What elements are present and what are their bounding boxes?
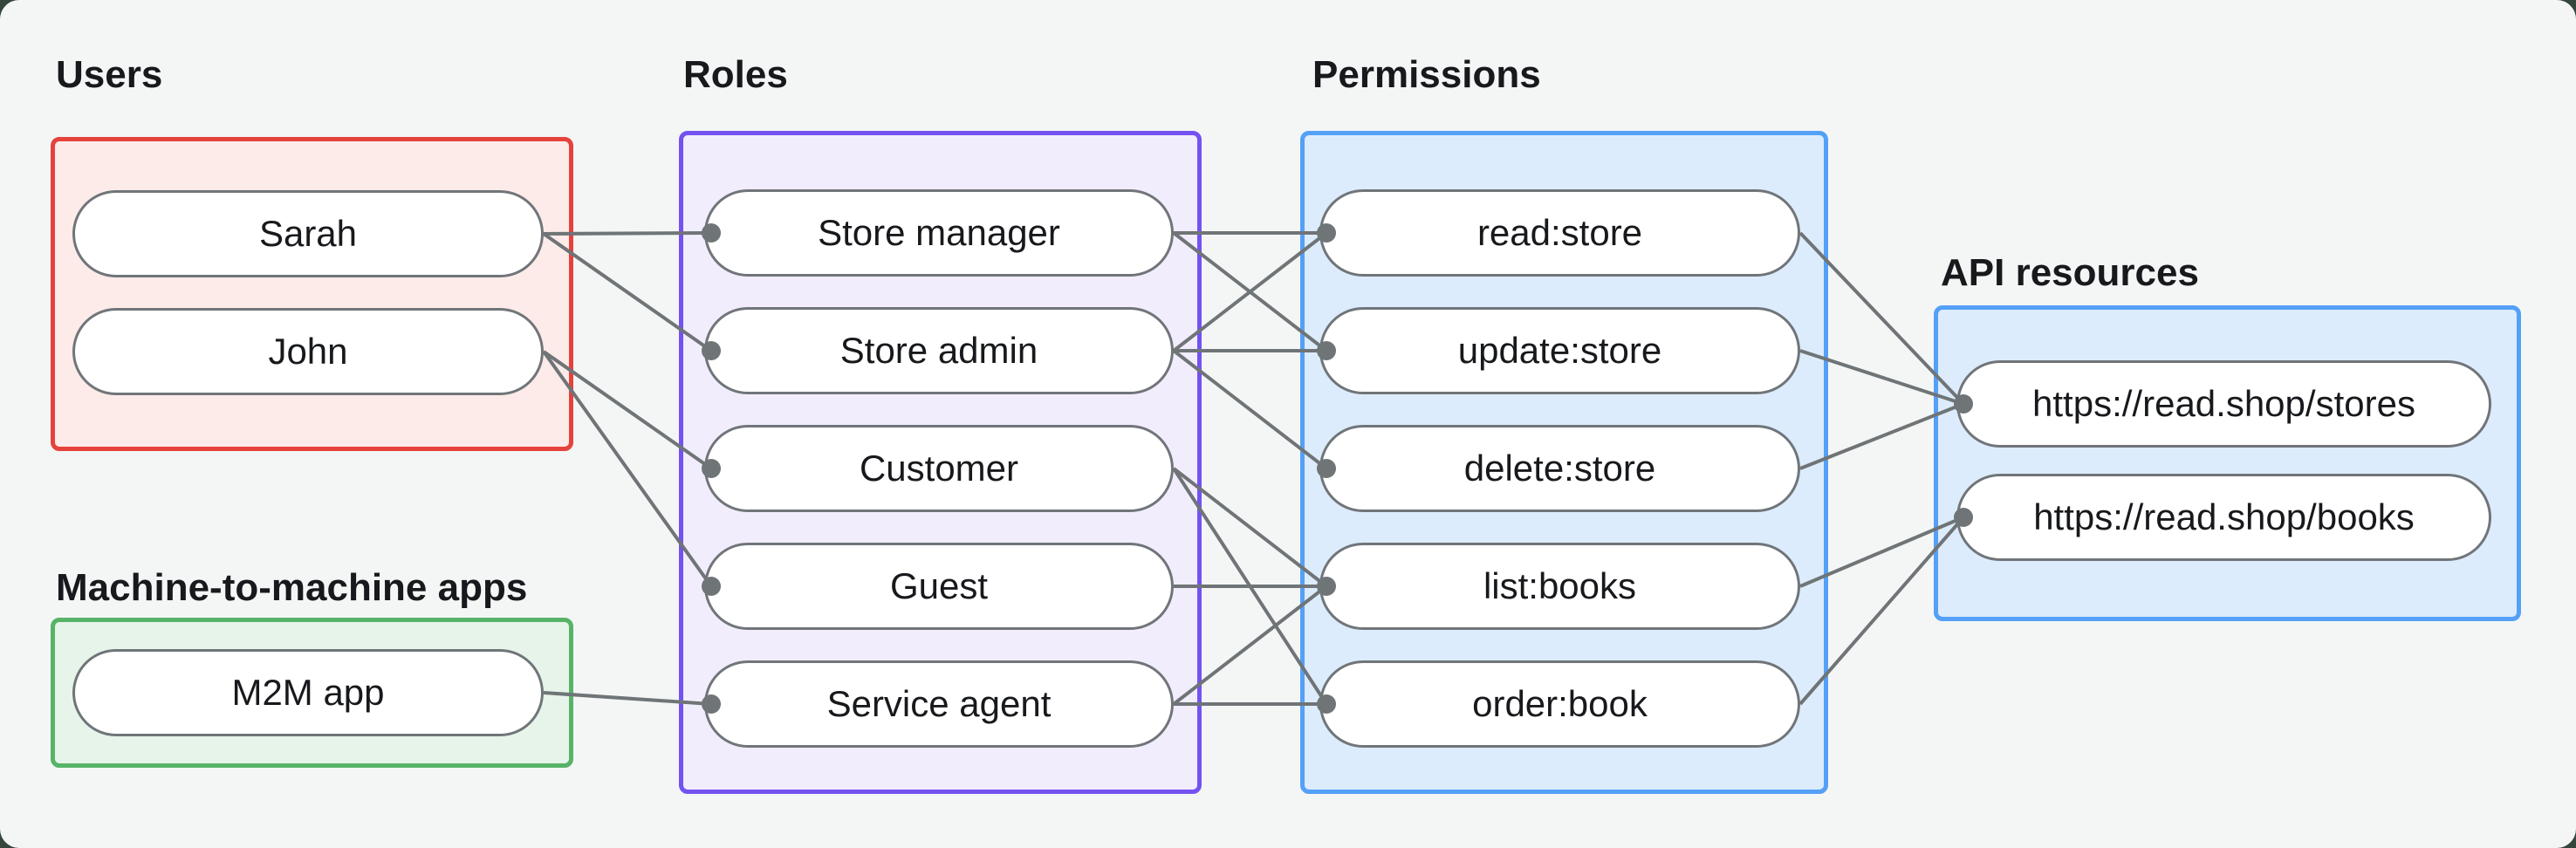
node-role-service-agent: Service agent xyxy=(704,660,1174,748)
node-role-store-admin: Store admin xyxy=(704,307,1174,394)
node-user-john: John xyxy=(72,308,544,395)
node-permission-order-book: order:book xyxy=(1319,660,1800,748)
node-user-sarah: Sarah xyxy=(72,190,544,277)
node-m2m-app: M2M app xyxy=(72,649,544,736)
users-group-box xyxy=(51,137,573,451)
node-role-guest: Guest xyxy=(704,543,1174,630)
node-role-store-manager: Store manager xyxy=(704,189,1174,277)
node-permission-delete-store: delete:store xyxy=(1319,425,1800,512)
roles-group-label: Roles xyxy=(683,53,788,96)
node-api-resource-stores: https://read.shop/stores xyxy=(1956,360,2491,448)
node-permission-list-books: list:books xyxy=(1319,543,1800,630)
node-role-customer: Customer xyxy=(704,425,1174,512)
node-api-resource-books: https://read.shop/books xyxy=(1956,474,2491,561)
api-resources-group-label: API resources xyxy=(1941,251,2199,294)
node-permission-update-store: update:store xyxy=(1319,307,1800,394)
m2m-apps-group-label: Machine-to-machine apps xyxy=(56,566,528,609)
permissions-group-label: Permissions xyxy=(1312,53,1541,96)
users-group-label: Users xyxy=(56,53,163,96)
api-resources-group-box xyxy=(1934,305,2521,621)
node-permission-read-store: read:store xyxy=(1319,189,1800,277)
